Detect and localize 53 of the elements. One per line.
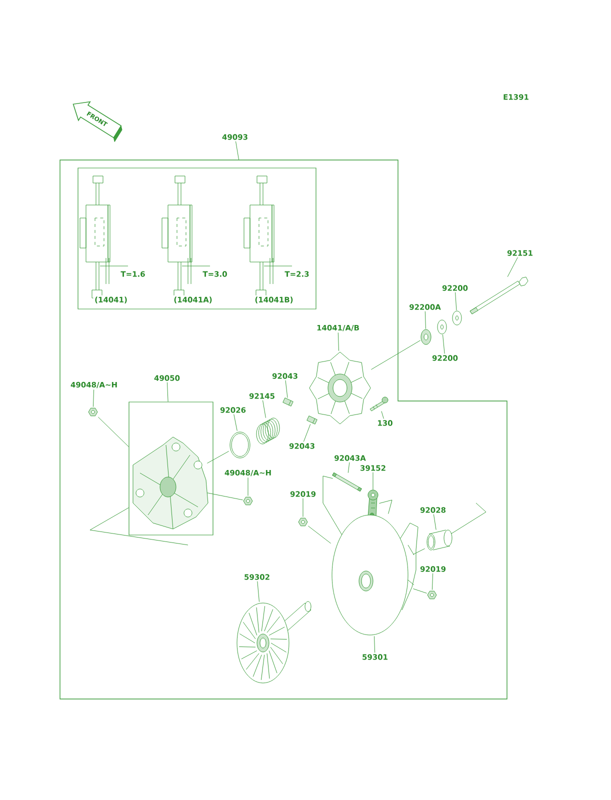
washer-drawing bbox=[437, 320, 447, 334]
assembly-line bbox=[412, 588, 428, 594]
leader-line bbox=[381, 410, 384, 419]
assembly-line bbox=[90, 507, 188, 546]
leader-line bbox=[455, 292, 457, 311]
o-ring-drawing bbox=[230, 432, 250, 458]
leader-line bbox=[262, 400, 266, 418]
leader-line bbox=[302, 498, 304, 518]
bolt-drawing bbox=[470, 276, 528, 314]
collar-drawing bbox=[426, 530, 452, 550]
nut-drawing bbox=[298, 518, 308, 526]
nut-drawing bbox=[427, 590, 437, 600]
nut-drawing bbox=[420, 329, 432, 345]
pin-drawing bbox=[306, 416, 318, 424]
pin-drawing bbox=[282, 398, 294, 406]
pin-drawing bbox=[332, 472, 362, 492]
leader-line bbox=[257, 581, 260, 602]
assembly-line bbox=[370, 340, 421, 370]
bolt-drawing bbox=[370, 396, 388, 412]
bracket-drawing bbox=[132, 436, 208, 530]
leader-line bbox=[374, 636, 376, 653]
assembly-line bbox=[206, 450, 230, 464]
leader-line bbox=[424, 311, 426, 330]
group-box bbox=[78, 168, 316, 310]
nut-drawing bbox=[243, 496, 253, 506]
fan-drawing bbox=[236, 601, 312, 684]
assembly-line bbox=[98, 416, 130, 448]
assembly-line bbox=[378, 500, 392, 514]
sheave-drawing bbox=[332, 514, 418, 636]
washer-drawing bbox=[452, 310, 462, 326]
leader-line bbox=[92, 389, 94, 408]
leader-line bbox=[372, 472, 374, 490]
leader-line bbox=[166, 382, 168, 402]
leader-line bbox=[348, 462, 350, 474]
leader-line bbox=[235, 141, 240, 160]
group-box bbox=[128, 402, 214, 536]
assembly-line bbox=[450, 502, 486, 534]
leader-line bbox=[234, 414, 238, 432]
leader-line bbox=[285, 380, 288, 398]
leader-line bbox=[338, 332, 339, 352]
leader-line bbox=[432, 573, 434, 590]
assembly-line bbox=[322, 476, 342, 536]
leader-line bbox=[433, 514, 436, 530]
nut-drawing bbox=[88, 408, 98, 416]
assembly-frame bbox=[60, 160, 508, 700]
hub-drawing bbox=[309, 352, 371, 424]
assembly-line bbox=[412, 548, 426, 555]
assembly-line bbox=[206, 492, 244, 500]
spring-drawing bbox=[256, 418, 280, 444]
leader-line bbox=[507, 257, 518, 278]
assembly-line bbox=[308, 526, 332, 544]
leader-line bbox=[442, 334, 445, 354]
leader-line bbox=[303, 424, 311, 442]
